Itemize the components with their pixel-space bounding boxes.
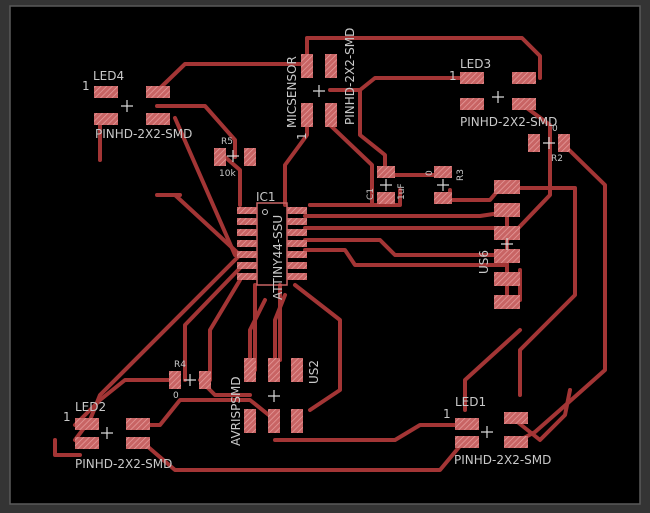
- label-micsensor-pkg: PINHD-2X2-SMD: [343, 28, 357, 125]
- origin-marks: [101, 85, 555, 439]
- pad-led2-1: [75, 418, 99, 430]
- pad-r5-2: [244, 148, 256, 166]
- label-led3-pkg: PINHD-2X2-SMD: [460, 115, 557, 129]
- pad-led1-1: [455, 418, 479, 430]
- pad-us6-3: [494, 226, 520, 240]
- pad-ic1-l1: [237, 207, 257, 214]
- label-micsensor: MICSENSOR: [285, 56, 299, 128]
- pad-led2-3: [75, 437, 99, 449]
- pad-mic-1: [301, 54, 313, 78]
- pad-led3-1: [460, 72, 484, 84]
- label-r2-val: 0: [552, 124, 558, 134]
- label-led3-pin1: 1: [449, 69, 457, 83]
- pad-led4-2: [146, 86, 170, 98]
- pad-ic1-r2: [287, 218, 307, 225]
- pad-avr-3: [291, 409, 303, 433]
- pad-avr-1: [244, 409, 256, 433]
- label-us2: US2: [307, 360, 321, 384]
- pad-us2-1: [244, 358, 256, 382]
- label-led1-pin1: 1: [443, 407, 451, 421]
- label-r3: R3: [456, 169, 466, 181]
- label-led4-pin1: 1: [82, 79, 90, 93]
- pad-us6-5: [494, 272, 520, 286]
- pad-c1-1: [377, 166, 395, 178]
- pad-mic-2: [325, 54, 337, 78]
- pad-r4-1: [169, 371, 181, 389]
- label-led2-pin1: 1: [63, 410, 71, 424]
- label-c1-val: 1uF: [397, 183, 407, 200]
- pad-us6-6: [494, 295, 520, 309]
- label-r5-val: 10k: [219, 169, 236, 179]
- pad-r2-2: [558, 134, 570, 152]
- pad-mic-3: [301, 103, 313, 127]
- pad-r3-2: [434, 192, 452, 204]
- pad-ic1-r1: [287, 207, 307, 214]
- pad-led3-3: [460, 98, 484, 110]
- pad-ic1-l2: [237, 218, 257, 225]
- label-micsensor-pin1: 1: [295, 132, 309, 140]
- pad-avr-2: [268, 409, 280, 433]
- pad-led2-2: [126, 418, 150, 430]
- label-avrisp: AVRISPSMD: [229, 376, 243, 446]
- pad-led4-1: [94, 86, 118, 98]
- label-led4: LED4: [93, 69, 124, 83]
- label-led2: LED2: [75, 400, 106, 414]
- label-us6: US6: [477, 250, 491, 274]
- pad-r5-1: [214, 148, 226, 166]
- pad-ic1-r7: [287, 273, 307, 280]
- pad-us2-3: [291, 358, 303, 382]
- pad-led3-4: [512, 98, 536, 110]
- ic1-body: [256, 202, 288, 286]
- label-led2-pkg: PINHD-2X2-SMD: [75, 457, 172, 471]
- pad-ic1-r3: [287, 229, 307, 236]
- label-r2: R2: [551, 154, 563, 164]
- pad-ic1-l6: [237, 262, 257, 269]
- label-r5: R5: [221, 137, 233, 147]
- pad-r3-1: [434, 166, 452, 178]
- pad-us6-1: [494, 180, 520, 194]
- pad-ic1-r4: [287, 240, 307, 247]
- label-led3: LED3: [460, 57, 491, 71]
- pad-led1-3: [455, 436, 479, 448]
- label-led1-pkg: PINHD-2X2-SMD: [454, 453, 551, 467]
- label-ic1: IC1: [256, 190, 276, 204]
- label-led4-pkg: PINHD-2X2-SMD: [95, 127, 192, 141]
- label-r4-val: 0: [173, 391, 179, 401]
- pad-led3-2: [512, 72, 536, 84]
- pad-led1-2: [504, 412, 528, 424]
- pad-ic1-r5: [287, 251, 307, 258]
- pad-ic1-l5: [237, 251, 257, 258]
- pad-c1-2: [377, 192, 395, 204]
- pad-led4-4: [146, 113, 170, 125]
- pad-led4-3: [94, 113, 118, 125]
- pad-ic1-l3: [237, 229, 257, 236]
- label-ic1-pkg: ATTINY44-SSU: [271, 215, 285, 300]
- label-c1: C1: [366, 188, 376, 200]
- pad-r4-2: [199, 371, 211, 389]
- pad-led2-4: [126, 437, 150, 449]
- pad-ic1-l4: [237, 240, 257, 247]
- smd-pads: [75, 54, 570, 449]
- pad-ic1-l7: [237, 273, 257, 280]
- pad-led1-4: [504, 436, 528, 448]
- pad-mic-4: [325, 103, 337, 127]
- pad-us6-4: [494, 249, 520, 263]
- label-led1: LED1: [455, 395, 486, 409]
- pad-ic1-r6: [287, 262, 307, 269]
- label-r3-val: 0: [425, 170, 435, 176]
- silkscreen-labels: 1 LED4 PINHD-2X2-SMD MICSENSOR 1 PINHD-2…: [63, 28, 563, 471]
- pad-r2-1: [528, 134, 540, 152]
- pad-us6-2: [494, 203, 520, 217]
- ic1-pin1-mark: [262, 209, 268, 215]
- pad-us2-2: [268, 358, 280, 382]
- label-r4: R4: [174, 360, 186, 370]
